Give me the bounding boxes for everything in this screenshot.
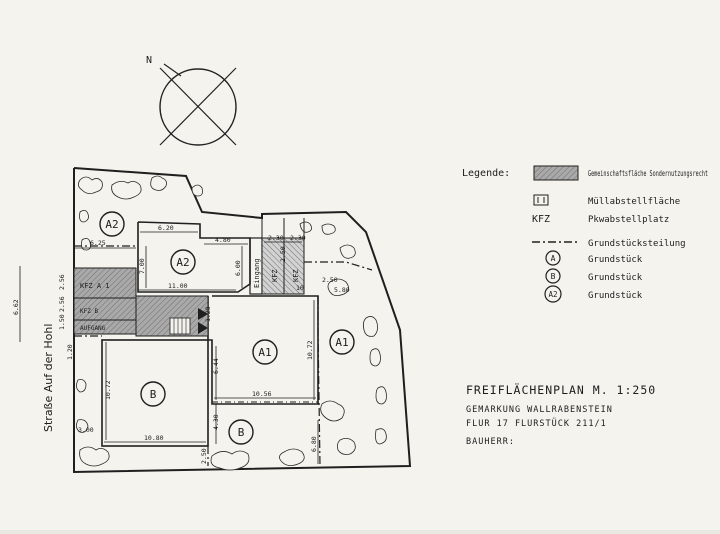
legend-heading: Legende: (462, 168, 510, 179)
svg-text:1.20: 1.20 (66, 344, 74, 360)
plot-marker-a2-house: A2 (170, 249, 196, 275)
plot-marker-b-house: B (140, 381, 166, 407)
plan-title: FREIFLÄCHENPLAN M. 1:250 (466, 382, 656, 397)
legend-item-text: Grundstücksteilung (588, 239, 686, 249)
svg-text:A1: A1 (258, 346, 271, 359)
svg-text:2.30: 2.30 (268, 234, 284, 242)
building-b (101, 339, 209, 447)
shrubbery-icon (76, 175, 387, 471)
svg-text:11.00: 11.00 (168, 282, 188, 290)
svg-text:7.00: 7.00 (138, 258, 146, 274)
svg-text:5.80: 5.80 (334, 286, 350, 294)
plot-marker-a1-house: A1 (252, 339, 278, 365)
legend-hatch-icon (533, 165, 579, 181)
svg-text:B: B (238, 426, 245, 439)
site-boundary (73, 167, 412, 474)
svg-text:2.50: 2.50 (200, 448, 208, 464)
svg-text:6.80: 6.80 (310, 436, 318, 452)
legend-item-text: Grundstück (588, 255, 643, 265)
svg-text:2.30: 2.30 (290, 234, 306, 242)
kfz-b-label: KFZ B (80, 308, 98, 315)
svg-text:KFZ: KFZ (532, 214, 550, 225)
legend-circle-b-icon (545, 268, 561, 284)
svg-text:4.80: 4.80 (215, 236, 231, 244)
svg-text:2.56: 2.56 (58, 274, 66, 290)
arrow-icon (198, 322, 208, 334)
svg-text:10.80: 10.80 (144, 434, 164, 442)
kfz-a1-label: KFZ A 1 (80, 282, 110, 290)
svg-text:6.00: 6.00 (234, 260, 242, 276)
legend-item-text: Müllabstellfläche (588, 197, 680, 207)
aufgang-label: AUFGANG (80, 325, 106, 332)
svg-text:10.72: 10.72 (104, 380, 112, 400)
title-line-2: FLUR 17 FLURSTÜCK 211/1 (466, 418, 607, 429)
plot-marker-b-lower: B (228, 419, 254, 445)
arrow-icon (198, 308, 208, 320)
svg-text:6.62: 6.62 (12, 299, 20, 315)
svg-text:3.00: 3.00 (78, 426, 94, 434)
svg-text:A: A (551, 254, 556, 263)
svg-text:A2: A2 (548, 290, 557, 299)
stair-icon (169, 317, 191, 335)
legend-item-text: Grundstück (588, 273, 643, 283)
svg-text:B: B (150, 388, 157, 401)
legend-circle-a-icon (545, 250, 561, 266)
dimension-lines (19, 231, 319, 464)
svg-text:4.30: 4.30 (212, 414, 220, 430)
svg-text:A2: A2 (176, 256, 189, 269)
svg-text:1.28: 1.28 (204, 306, 212, 322)
legend-item-text: Pkwabstellplatz (588, 215, 669, 225)
eingang-label: Eingang (253, 258, 261, 288)
svg-text:A2: A2 (105, 218, 118, 231)
legend-item-text: Gemeinschaftsfläche Sondernutzungsrecht (588, 169, 708, 178)
title-block: FREIFLÄCHENPLAN M. 1:250 GEMARKUNG WALLR… (466, 382, 656, 447)
svg-text:10.56: 10.56 (252, 390, 272, 398)
dimension-labels: 6.25 6.20 4.80 2.30 2.30 11.00 7.00 6.00… (12, 224, 350, 464)
legend-item-text: Grundstück (588, 291, 643, 301)
north-arrow-icon (159, 63, 237, 146)
legend-circle-a2-icon (544, 285, 562, 303)
svg-text:A1: A1 (335, 336, 348, 349)
plot-marker-a1-right: A1 (329, 329, 355, 355)
north-label: N (146, 55, 152, 66)
svg-text:6.20: 6.20 (158, 224, 174, 232)
legend-texts: Legende: Gemeinschaftsfläche Sondernutzu… (462, 168, 708, 301)
svg-text:6.25: 6.25 (90, 239, 106, 247)
svg-text:2.56: 2.56 (58, 296, 66, 312)
plot-marker-a2-top: A2 (99, 211, 125, 237)
svg-text:2.50: 2.50 (279, 246, 287, 262)
svg-text:1.50: 1.50 (58, 314, 66, 330)
kfz-a1-area (73, 267, 137, 299)
street-label: Straße Auf der Hohl (42, 324, 55, 432)
plot-division-lines (74, 245, 373, 467)
svg-text:B: B (551, 272, 556, 281)
kfz-label-2: KFZ (292, 269, 300, 282)
legend: A B A2 KFZ (532, 165, 580, 303)
kfz-space-2 (283, 237, 305, 295)
svg-text:6.44: 6.44 (212, 358, 220, 374)
svg-text:2.50: 2.50 (322, 276, 338, 284)
svg-text:10.72: 10.72 (306, 340, 314, 360)
kfz-label-1: KFZ (271, 269, 279, 282)
title-line-1: GEMARKUNG WALLRABENSTEIN (466, 405, 613, 415)
title-line-3: BAUHERR: (466, 437, 515, 447)
legend-bin-icon (533, 194, 549, 206)
svg-text:10: 10 (296, 284, 304, 292)
